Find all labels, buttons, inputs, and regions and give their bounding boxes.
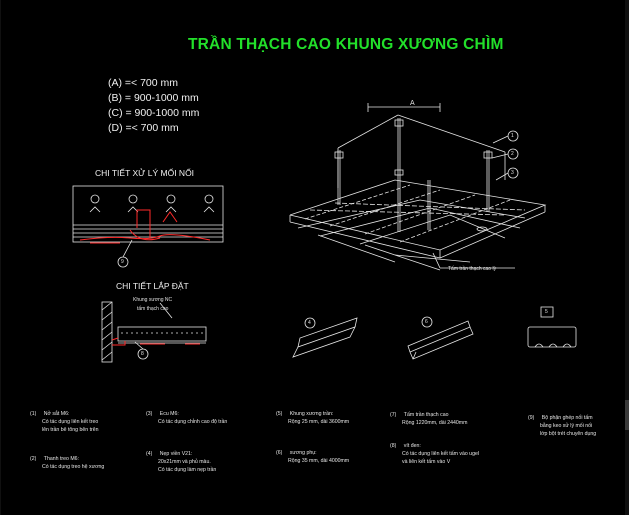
note-3-line-1: Có tác dụng chỉnh cao độ trần	[158, 419, 228, 425]
profile-joint-clip	[527, 306, 577, 348]
callout-3: 3	[511, 170, 514, 176]
note-4-line-1: 20x21mm và phủ màu.	[158, 459, 211, 465]
note-1-title: Nở sắt M6:	[43, 411, 70, 417]
note-8: (8) vít đen: Có tác dụng liên kết tấm và…	[390, 442, 479, 466]
install-label-board: tấm thạch cao	[137, 306, 169, 312]
callout-6: 6	[425, 319, 428, 325]
note-9-line-2: lớp bột trét chuyên dụng	[540, 431, 597, 437]
note-2-line-1: Có tác dụng treo hệ xương	[42, 464, 105, 470]
note-8-number: (8)	[390, 443, 397, 449]
note-1-number: (1)	[30, 411, 37, 417]
note-2-title: Thanh treo M6:	[43, 456, 79, 462]
callout-8: 8	[141, 351, 144, 357]
dimension-a: (A) =< 700 mm	[108, 77, 179, 89]
note-4: (4) Nẹp viền V21: 20x21mm và phủ màu. Có…	[146, 450, 216, 474]
callout-4: 4	[308, 320, 311, 326]
note-1: (1) Nở sắt M6: Có tác dụng liên kết treo…	[30, 410, 99, 434]
note-9: (9) Bộ phận ghép nối tấm bằng keo xử lý …	[528, 414, 596, 438]
install-detail-drawing	[101, 301, 207, 363]
note-6: (6) xương phụ: Rộng 35 mm, dài 4000mm	[276, 449, 349, 465]
install-detail-title: CHI TIẾT LẮP ĐẶT	[116, 281, 189, 291]
note-8-line-2: và liên kết tấm vào V	[402, 459, 451, 465]
dimension-c: (C) = 900-1000 mm	[108, 107, 200, 119]
vertical-scrollbar[interactable]	[625, 0, 629, 515]
note-4-line-2: Có tác dụng làm nẹp trần	[158, 467, 217, 473]
profile-channel	[407, 316, 474, 360]
isometric-ceiling-drawing	[289, 103, 547, 271]
callout-2: 2	[511, 151, 514, 157]
note-6-line-1: Rộng 35 mm, dài 4000mm	[288, 458, 350, 464]
drawing-title: TRẦN THẠCH CAO KHUNG XƯƠNG CHÌM	[188, 36, 504, 53]
note-7-title: Tấm trần thạch cao	[403, 412, 449, 418]
note-7: (7) Tấm trần thạch cao Rộng 1220mm, dài …	[390, 411, 467, 427]
callout-1: 1	[511, 133, 514, 139]
note-7-number: (7)	[390, 412, 397, 418]
scrollbar-thumb[interactable]	[625, 400, 629, 430]
callouts-main	[491, 130, 519, 181]
install-label-frame: Khung xương NC	[133, 297, 173, 303]
note-5-title: Khung xương trần:	[289, 411, 334, 417]
profile-v-angle	[292, 317, 358, 358]
note-9-line-1: bằng keo xử lý mối nối	[540, 423, 593, 429]
callout-5: 5	[545, 309, 548, 315]
dimension-d: (D) =< 700 mm	[108, 122, 179, 134]
note-6-title: xương phụ:	[289, 450, 317, 456]
note-5-line-1: Rộng 25 mm, dài 3600mm	[288, 419, 350, 425]
note-1-line-2: lên trần bê tông bên trên	[42, 427, 99, 433]
note-4-title: Nẹp viền V21:	[159, 451, 193, 457]
joint-detail-title: CHI TIẾT XỬ LÝ MỐI NỐI	[95, 168, 195, 178]
note-3-number: (3)	[146, 411, 153, 417]
note-3-title: Ecu M6:	[159, 411, 179, 417]
note-5: (5) Khung xương trần: Rộng 25 mm, dài 36…	[276, 410, 349, 426]
note-9-title: Bộ phận ghép nối tấm	[541, 415, 593, 421]
joint-detail-accent	[79, 209, 211, 244]
dimension-letter-a: A	[410, 100, 415, 107]
note-2-number: (2)	[30, 456, 37, 462]
note-8-title: vít đen:	[403, 443, 421, 449]
install-detail-accent	[111, 337, 200, 346]
note-9-number: (9)	[528, 415, 535, 421]
note-6-number: (6)	[276, 450, 283, 456]
note-5-number: (5)	[276, 411, 283, 417]
note-2: (2) Thanh treo M6: Có tác dụng treo hệ x…	[30, 455, 104, 471]
note-7-line-1: Rộng 1220mm, dài 2440mm	[402, 420, 468, 426]
note-4-number: (4)	[146, 451, 153, 457]
note-1-line-1: Có tác dụng liên kết treo	[42, 419, 99, 425]
note-8-line-1: Có tác dụng liên kết tấm vào ugel	[402, 451, 479, 457]
dimension-b: (B) = 900-1000 mm	[108, 92, 199, 104]
note-3: (3) Ecu M6: Có tác dụng chỉnh cao độ trầ…	[146, 410, 227, 426]
ceiling-board-label: Tấm trần thạch cao lỳ	[448, 266, 497, 272]
callout-9: 9	[121, 259, 124, 265]
joint-detail-drawing	[72, 185, 224, 268]
